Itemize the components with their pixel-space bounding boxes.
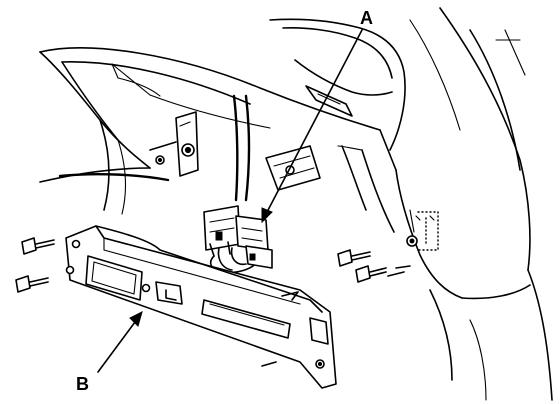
glove-box-panel	[269, 7, 531, 271]
dashboard-lower-panel	[39, 47, 381, 215]
callout-a: A	[261, 8, 373, 224]
lower-cover-b	[65, 225, 337, 389]
bolt	[15, 275, 49, 293]
bolt	[337, 249, 371, 267]
callout-a-label: A	[360, 8, 373, 28]
right-kick-panel	[337, 145, 553, 401]
callout-b: B	[76, 311, 143, 394]
bolt	[21, 237, 55, 255]
bolt	[355, 265, 387, 283]
column-bracket	[149, 111, 199, 177]
harness-clip	[265, 145, 321, 191]
callout-b-label: B	[76, 374, 89, 394]
connector-a	[203, 205, 273, 269]
